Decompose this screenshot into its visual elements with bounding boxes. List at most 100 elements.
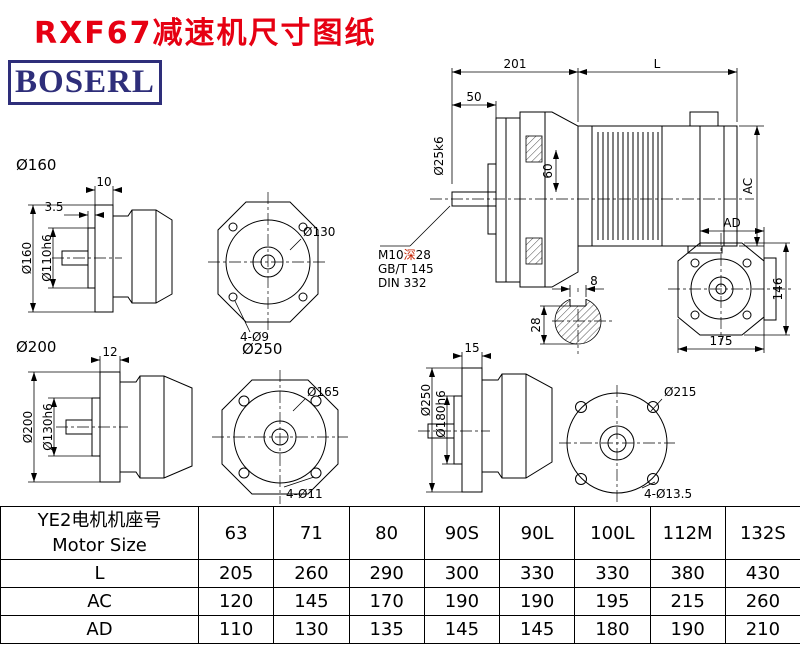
terminal-box: [689, 111, 719, 127]
bolt-hole: [298, 292, 308, 302]
motor-frame-80: 80: [348, 506, 425, 560]
shaft-key-section: 8 28: [529, 274, 612, 354]
dim-pilot-dia-110: Ø110h6: [40, 234, 54, 282]
value-cell: 195: [574, 587, 651, 616]
motor-frame-63: 63: [197, 506, 275, 560]
output-flange: [495, 117, 521, 283]
value-cell: 130: [273, 615, 350, 644]
bolt-hole: [238, 395, 250, 407]
dim-flange-thickness: 15: [464, 341, 479, 355]
main-assembly-view: 201 L 50 Ø25k6 60 AC M10深28 GB/T 145 DIN…: [378, 57, 764, 290]
brand-logo: BOSERL: [8, 60, 162, 105]
motor-frame-90s: 90S: [423, 506, 501, 560]
dim-holes-4x11: 4-Ø11: [286, 487, 323, 501]
dim-key-height-28: 28: [529, 317, 543, 332]
dim-key-width-8: 8: [590, 274, 598, 288]
bolt-hole: [647, 473, 659, 485]
bolt-hole: [228, 292, 238, 302]
motor-size-label-cn: YE2电机机座号: [37, 510, 162, 531]
value-cell: 145: [273, 587, 350, 616]
dim-50: 50: [466, 90, 481, 104]
end-view-ad: AD 146 175: [668, 216, 792, 353]
bolt-hole: [575, 401, 587, 413]
dim-flange-od-160: Ø160: [20, 242, 34, 274]
value-cell: 180: [574, 615, 651, 644]
bolt-hole: [647, 401, 659, 413]
housing: [119, 375, 193, 479]
bearing-section: [525, 135, 543, 163]
hub-circle: [252, 246, 284, 278]
dim-pilot-dia-180: Ø180h6: [434, 390, 448, 438]
value-cell: 120: [197, 587, 275, 616]
value-cell: 190: [649, 615, 726, 644]
group-label-200: Ø200: [16, 338, 56, 356]
keyway: [570, 292, 586, 306]
pilot: [453, 395, 463, 465]
dim-holes-4x9: 4-Ø9: [240, 330, 269, 344]
note-din-standard: DIN 332: [378, 276, 426, 290]
housing: [112, 209, 173, 304]
motor-size-label-en: Motor Size: [52, 535, 147, 556]
value-cell: 190: [498, 587, 576, 616]
gear-housing: [519, 111, 579, 288]
dim-L: L: [654, 57, 661, 71]
flange: [94, 204, 114, 313]
value-cell: 300: [423, 559, 501, 588]
row-label-AD: AD: [0, 615, 199, 644]
note-gbt-standard: GB/T 145: [378, 262, 434, 276]
dim-pilot-step: 3.5: [44, 200, 63, 214]
value-cell: 205: [197, 559, 275, 588]
dim-flange-od-250: Ø250: [419, 384, 433, 416]
bolt-hole: [238, 467, 250, 479]
value-cell: 330: [498, 559, 576, 588]
dim-60: 60: [541, 163, 555, 178]
table-header-row: YE2电机机座号 Motor Size 63 71 80 90S 90L 100…: [0, 506, 800, 560]
dim-201: 201: [504, 57, 527, 71]
motor-frame-132s: 132S: [724, 506, 800, 560]
page-title: RXF67减速机尺寸图纸: [34, 16, 377, 51]
group-label-250: Ø250: [242, 340, 282, 358]
motor-frame-90l: 90L: [498, 506, 576, 560]
value-cell: 145: [423, 615, 501, 644]
flange250-side-view: Ø250 15 Ø250 Ø180h6: [242, 340, 553, 493]
motor-foot: [687, 245, 723, 254]
value-cell: 215: [649, 587, 726, 616]
housing: [481, 373, 553, 479]
table-row-L: L 205 260 290 300 330 330 380 430: [0, 559, 800, 588]
flange-circle: [225, 219, 311, 305]
value-cell: 260: [724, 587, 800, 616]
table-row-AC: AC 120 145 170 190 190 195 215 260: [0, 587, 800, 616]
bolt-hole: [575, 473, 587, 485]
value-cell: 380: [649, 559, 726, 588]
flange200-side-view: Ø200 12 Ø200 Ø130h6: [16, 338, 193, 483]
technical-drawing: 201 L 50 Ø25k6 60 AC M10深28 GB/T 145 DIN…: [16, 57, 792, 504]
value-cell: 430: [724, 559, 800, 588]
shaft-circle: [260, 254, 276, 270]
dim-AD: AD: [723, 216, 740, 230]
bolt-hole: [690, 258, 700, 268]
dim-AC: AC: [741, 178, 755, 194]
value-cell: 330: [574, 559, 651, 588]
table-row-AD: AD 110 130 135 145 145 180 190 210: [0, 615, 800, 644]
value-cell: 170: [348, 587, 425, 616]
bolt-hole: [742, 258, 752, 268]
bolt-hole: [690, 310, 700, 320]
table-header-motor-size: YE2电机机座号 Motor Size: [0, 506, 199, 560]
dim-bolt-circle-130: Ø130: [303, 225, 335, 239]
flange160-front-view: Ø130 4-Ø9: [208, 192, 335, 344]
motor-fins: [597, 132, 659, 240]
motor-frame-71: 71: [273, 506, 350, 560]
dim-flange-thickness: 12: [102, 345, 117, 359]
value-cell: 145: [498, 615, 576, 644]
housing-outline: [217, 201, 319, 323]
value-cell: 260: [273, 559, 350, 588]
housing-outline: [677, 242, 765, 336]
bolt-hole: [310, 395, 322, 407]
flange200-front-view: Ø165 4-Ø11: [212, 370, 348, 504]
flange: [461, 367, 483, 493]
bolt-hole: [298, 222, 308, 232]
bolt-hole: [228, 222, 238, 232]
flange160-side-view: Ø160 10 3.5 Ø160: [16, 156, 173, 313]
motor-frame-112m: 112M: [649, 506, 726, 560]
